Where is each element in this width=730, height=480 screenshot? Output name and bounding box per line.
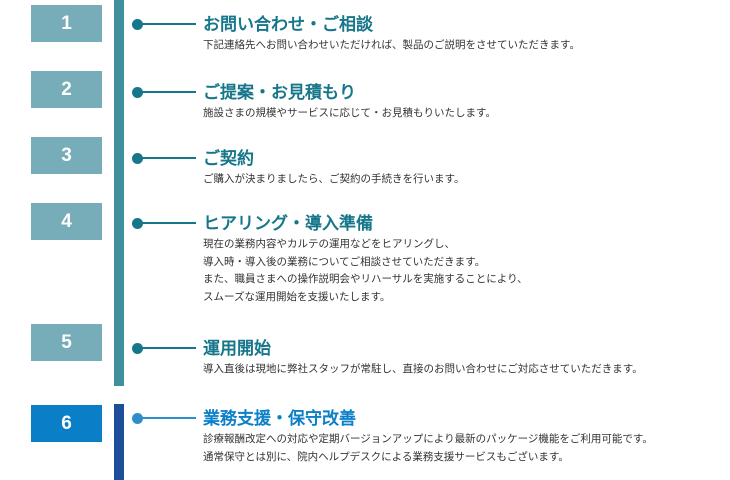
timeline-dot-icon xyxy=(132,343,143,354)
timeline-dot-icon xyxy=(132,153,143,164)
desc-line: 導入時・導入後の業務についてご相談させていただきます。 xyxy=(203,255,486,268)
timeline-dot-icon xyxy=(132,19,143,30)
timeline-bar-support xyxy=(114,404,124,480)
connector-line xyxy=(140,23,196,25)
connector-line xyxy=(140,347,196,349)
step-title: ヒアリング・導入準備 xyxy=(203,214,373,234)
desc-line: 通常保守とは別に、院内ヘルプデスクによる業務支援サービスもございます。 xyxy=(203,450,569,463)
step-desc: 現在の業務内容やカルテの運用などをヒアリングし、 導入時・導入後の業務についてご… xyxy=(203,236,528,306)
step-title: 運用開始 xyxy=(203,339,271,359)
step-title: 業務支援・保守改善 xyxy=(203,409,356,429)
desc-line: また、職員さまへの操作説明会やリハーサルを実施することにより、 xyxy=(203,273,528,285)
connector-line xyxy=(140,222,196,224)
connector-line xyxy=(140,157,196,159)
step-number-5: 5 xyxy=(31,324,102,361)
step-number-4: 4 xyxy=(31,203,102,240)
step-number-3: 3 xyxy=(31,137,102,174)
step-title: ご提案・お見積もり xyxy=(203,83,356,103)
desc-line: 下記連絡先へお問い合わせいただければ、製品のご説明をさせていただきます。 xyxy=(203,39,580,51)
connector-line xyxy=(140,417,196,419)
step-number-2: 2 xyxy=(31,71,102,108)
desc-line: スムーズな運用開始を支援いたします。 xyxy=(203,290,391,303)
step-desc: 施設さまの規模やサービスに応じて・お見積もりいたします。 xyxy=(203,105,496,123)
desc-line: 診療報酬改定への対応や定期バージョンアップにより最新のパッケージ機能をご利用可能… xyxy=(203,433,653,445)
desc-line: 導入直後は現地に弊社スタッフが常駐し、直接のお問い合わせにご対応させていただきま… xyxy=(203,363,643,375)
desc-line: 現在の業務内容やカルテの運用などをヒアリングし、 xyxy=(203,238,455,250)
timeline-dot-icon xyxy=(132,413,143,424)
connector-line xyxy=(140,91,196,93)
desc-line: 施設さまの規模やサービスに応じて・お見積もりいたします。 xyxy=(203,107,496,119)
step-desc: 下記連絡先へお問い合わせいただければ、製品のご説明をさせていただきます。 xyxy=(203,37,580,55)
timeline-dot-icon xyxy=(132,87,143,98)
step-desc: ご購入が決まりましたら、ご契約の手続きを行います。 xyxy=(203,171,464,189)
step-number-1: 1 xyxy=(31,5,102,42)
timeline-bar xyxy=(114,0,124,386)
step-desc: 導入直後は現地に弊社スタッフが常駐し、直接のお問い合わせにご対応させていただきま… xyxy=(203,361,643,379)
step-number-6: 6 xyxy=(31,405,102,442)
step-title: お問い合わせ・ご相談 xyxy=(203,15,373,35)
step-title: ご契約 xyxy=(203,149,254,169)
timeline-dot-icon xyxy=(132,218,143,229)
step-desc: 診療報酬改定への対応や定期バージョンアップにより最新のパッケージ機能をご利用可能… xyxy=(203,431,653,466)
desc-line: ご購入が決まりましたら、ご契約の手続きを行います。 xyxy=(203,173,465,185)
